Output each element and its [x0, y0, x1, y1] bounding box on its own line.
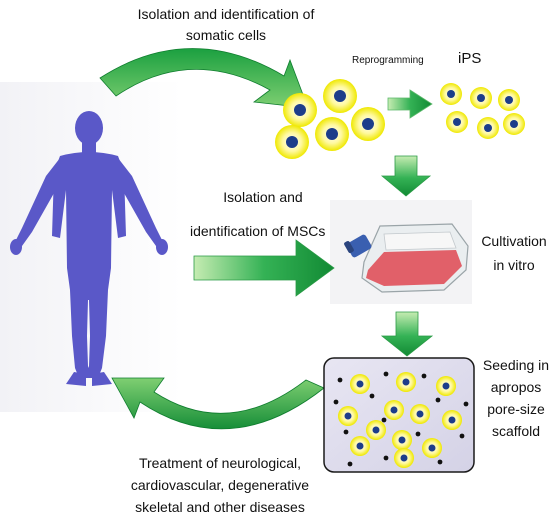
- scaffold-cell: [338, 406, 358, 426]
- scaffold-pore-dot: [459, 433, 465, 439]
- somatic-cell: [275, 125, 309, 159]
- seeding-label-4: scaffold: [492, 423, 540, 439]
- scaffold-pore-dot: [415, 431, 421, 437]
- scaffold-cell: [384, 400, 404, 420]
- treatment-label-3: skeletal and other diseases: [135, 499, 305, 515]
- reprogramming-label: Reprogramming: [352, 55, 424, 66]
- down-arrow-to-flask: [380, 155, 432, 197]
- scaffold-pore-dot: [337, 377, 343, 383]
- culture-flask-icon: [344, 223, 469, 293]
- somatic-cell: [283, 93, 317, 127]
- ips-cells-cluster: [440, 83, 525, 139]
- scaffold-pore-dot: [347, 461, 353, 467]
- somatic-cell: [351, 107, 385, 141]
- ips-cell: [498, 89, 520, 111]
- scaffold-pore-dot: [463, 401, 469, 407]
- ips-cell: [446, 111, 468, 133]
- scaffold-cell: [392, 430, 412, 450]
- scaffold-pore-dot: [369, 393, 375, 399]
- scaffold-pore-dot: [381, 417, 387, 423]
- seeding-label-3: pore-size: [487, 401, 545, 417]
- scaffold-cell: [442, 410, 462, 430]
- scaffold-cell: [350, 374, 370, 394]
- scaffold-cell: [422, 438, 442, 458]
- seeding-label-2: apropos: [490, 379, 542, 395]
- msc-isolation-arrow: [193, 239, 335, 297]
- scaffold-pore-dot: [437, 459, 443, 465]
- scaffold-cell: [350, 436, 370, 456]
- scaffold-pore-dot: [383, 455, 389, 461]
- isolation-somatic-label-2: somatic cells: [185, 27, 267, 43]
- scaffold-cell: [366, 420, 386, 440]
- cultivation-label-2: in vitro: [493, 257, 535, 273]
- scaffold-cell: [436, 376, 456, 396]
- isolation-mscs-label-2: identification of MSCs: [190, 223, 326, 239]
- ips-label: iPS: [458, 50, 482, 67]
- somatic-cell: [315, 117, 349, 151]
- down-arrow-to-scaffold: [380, 311, 434, 357]
- somatic-cells-cluster: [275, 79, 385, 159]
- ips-cell: [470, 87, 492, 109]
- scaffold-pore-dot: [383, 371, 389, 377]
- human-body-icon: [10, 111, 168, 386]
- scaffold-pore-dot: [343, 429, 349, 435]
- isolation-mscs-label-1: Isolation and: [223, 189, 303, 205]
- scaffold-cell: [394, 448, 414, 468]
- scaffold-pore-dot: [435, 397, 441, 403]
- scaffold-pore-dot: [333, 399, 339, 405]
- scaffold-pore-dot: [421, 373, 427, 379]
- ips-cell: [477, 117, 499, 139]
- cultivation-label-1: Cultivation: [481, 233, 547, 249]
- seeding-label-1: Seeding in: [482, 357, 550, 373]
- treatment-label-2: cardiovascular, degenerative: [130, 477, 310, 493]
- scaffold-cell: [410, 404, 430, 424]
- ips-cell: [440, 83, 462, 105]
- somatic-cell: [323, 79, 357, 113]
- scaffold-cells: [333, 371, 469, 468]
- reprogramming-arrow: [387, 89, 433, 119]
- isolation-somatic-label-1: Isolation and identification of: [137, 6, 315, 22]
- ips-cell: [503, 113, 525, 135]
- treatment-label-1: Treatment of neurological,: [138, 455, 302, 471]
- scaffold-cell: [396, 372, 416, 392]
- bottom-curved-arrow: [111, 377, 325, 430]
